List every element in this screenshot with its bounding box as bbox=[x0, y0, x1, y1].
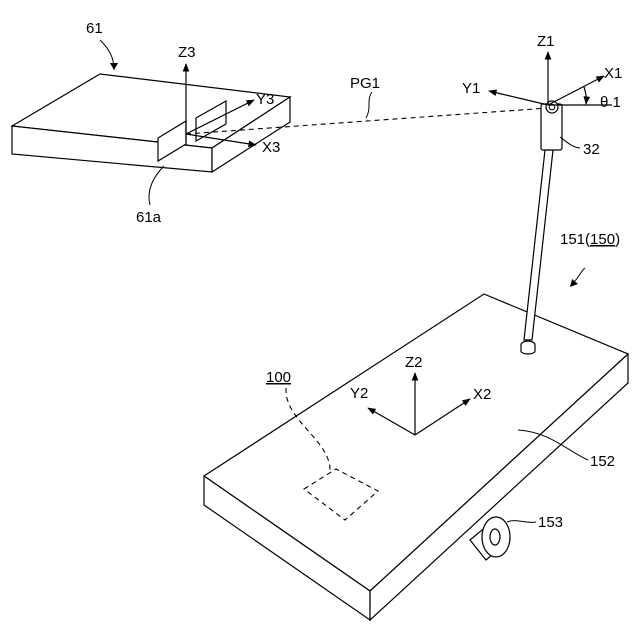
path-ref-label: PG1 bbox=[350, 75, 380, 92]
camera-ref-label: 32 bbox=[583, 141, 600, 158]
path-ref-leader bbox=[366, 92, 372, 118]
z2-label: Z2 bbox=[405, 354, 423, 371]
z1-label: Z1 bbox=[537, 33, 555, 50]
camera-32 bbox=[541, 101, 562, 150]
wheel-153 bbox=[470, 517, 510, 560]
robot-ref-prefix: 151( bbox=[560, 231, 590, 248]
x3-label: X3 bbox=[262, 139, 280, 156]
theta1-label: θ 1 bbox=[600, 94, 621, 111]
wheel-ref-leader bbox=[507, 521, 536, 523]
device-61 bbox=[12, 74, 290, 172]
robot-ref-label: 151(150) bbox=[560, 231, 620, 248]
y1-label: Y1 bbox=[462, 80, 480, 97]
cart-ref-label: 152 bbox=[590, 453, 615, 470]
frame-1-axes bbox=[489, 52, 612, 105]
target-ref-label: 100 bbox=[266, 369, 291, 386]
x1-label: X1 bbox=[604, 65, 622, 82]
device-ref-label: 61 bbox=[86, 20, 103, 37]
device-face-ref-leader bbox=[149, 166, 164, 205]
theta1-arc bbox=[584, 87, 586, 104]
cart-152 bbox=[204, 294, 628, 620]
robot-ref-leader bbox=[570, 268, 585, 287]
robot-ref-suffix: ) bbox=[615, 231, 620, 248]
wheel-ref-label: 153 bbox=[538, 514, 563, 531]
device-face-ref-label: 61a bbox=[136, 209, 162, 226]
y3-label: Y3 bbox=[256, 91, 274, 108]
robot-ref-underlined: 150 bbox=[590, 231, 615, 248]
z3-label: Z3 bbox=[178, 44, 196, 61]
y2-label: Y2 bbox=[350, 385, 368, 402]
x2-label: X2 bbox=[473, 386, 491, 403]
camera-ref-leader bbox=[560, 137, 580, 148]
